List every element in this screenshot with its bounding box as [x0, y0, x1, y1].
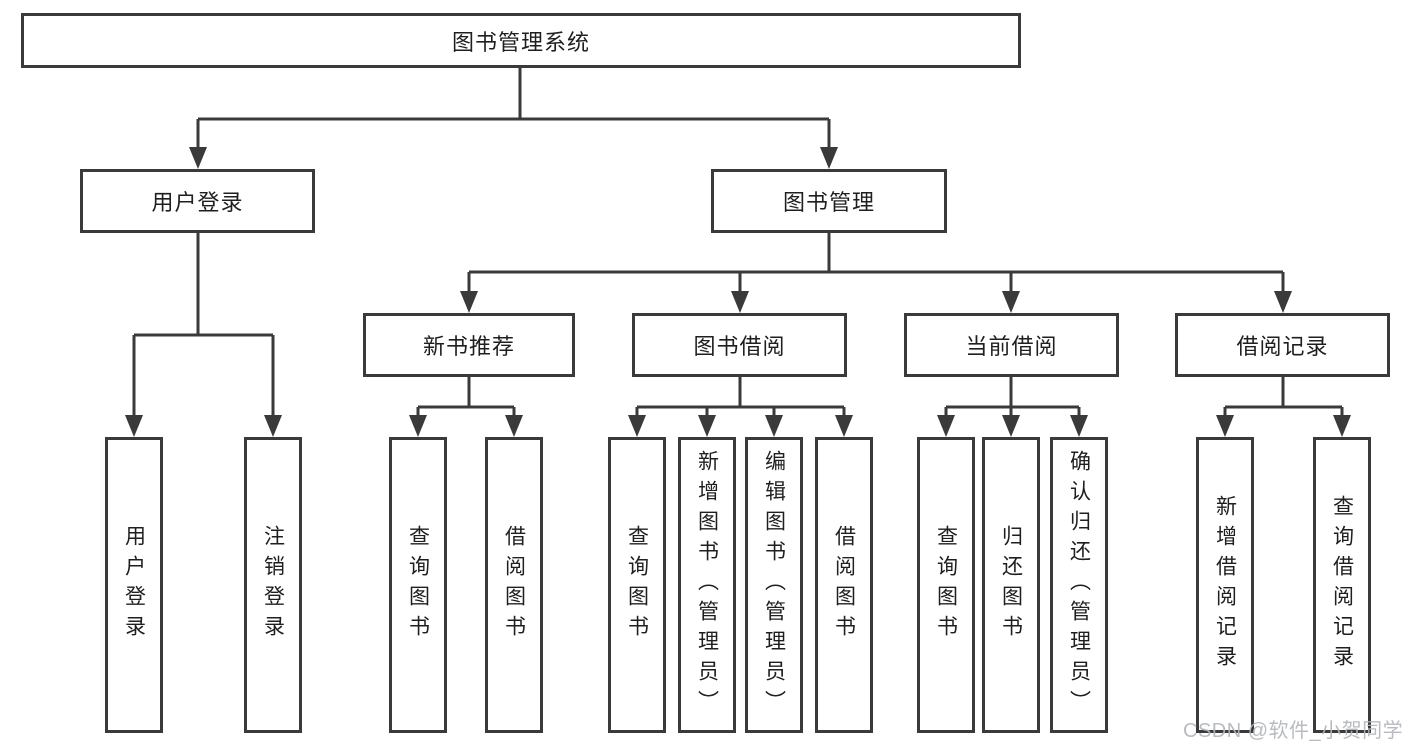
node-leaf-query-borrow-record: 查询借阅记录 [1313, 437, 1371, 733]
node-leaf-add-books-admin: 新增图书（管理员） [678, 437, 736, 733]
node-leaf-query-books-1: 查询图书 [389, 437, 447, 733]
node-leaf-query-books-2: 查询图书 [608, 437, 666, 733]
node-leaf-borrow-books-2: 借阅图书 [815, 437, 873, 733]
node-leaf-add-borrow-record: 新增借阅记录 [1196, 437, 1254, 733]
node-current-borrowing: 当前借阅 [904, 313, 1119, 377]
node-leaf-query-books-3: 查询图书 [917, 437, 975, 733]
node-leaf-borrow-books-1: 借阅图书 [485, 437, 543, 733]
node-book-management-branch: 图书管理 [711, 169, 947, 233]
node-book-borrowing: 图书借阅 [632, 313, 847, 377]
connector-line [132, 68, 1344, 422]
node-leaf-return-books: 归还图书 [982, 437, 1040, 733]
csdn-watermark: CSDN @软件_小贺同学 [1183, 720, 1404, 742]
node-leaf-confirm-return-admin: 确认归还（管理员） [1050, 437, 1108, 733]
arrow-down-icon [125, 147, 1351, 437]
node-leaf-user-login: 用户登录 [105, 437, 163, 733]
node-leaf-logout: 注销登录 [244, 437, 302, 733]
node-borrowing-records: 借阅记录 [1175, 313, 1390, 377]
node-root-system: 图书管理系统 [21, 13, 1021, 68]
node-leaf-edit-books-admin: 编辑图书（管理员） [745, 437, 803, 733]
node-user-login-branch: 用户登录 [80, 169, 315, 233]
node-new-book-recommend: 新书推荐 [363, 313, 575, 377]
